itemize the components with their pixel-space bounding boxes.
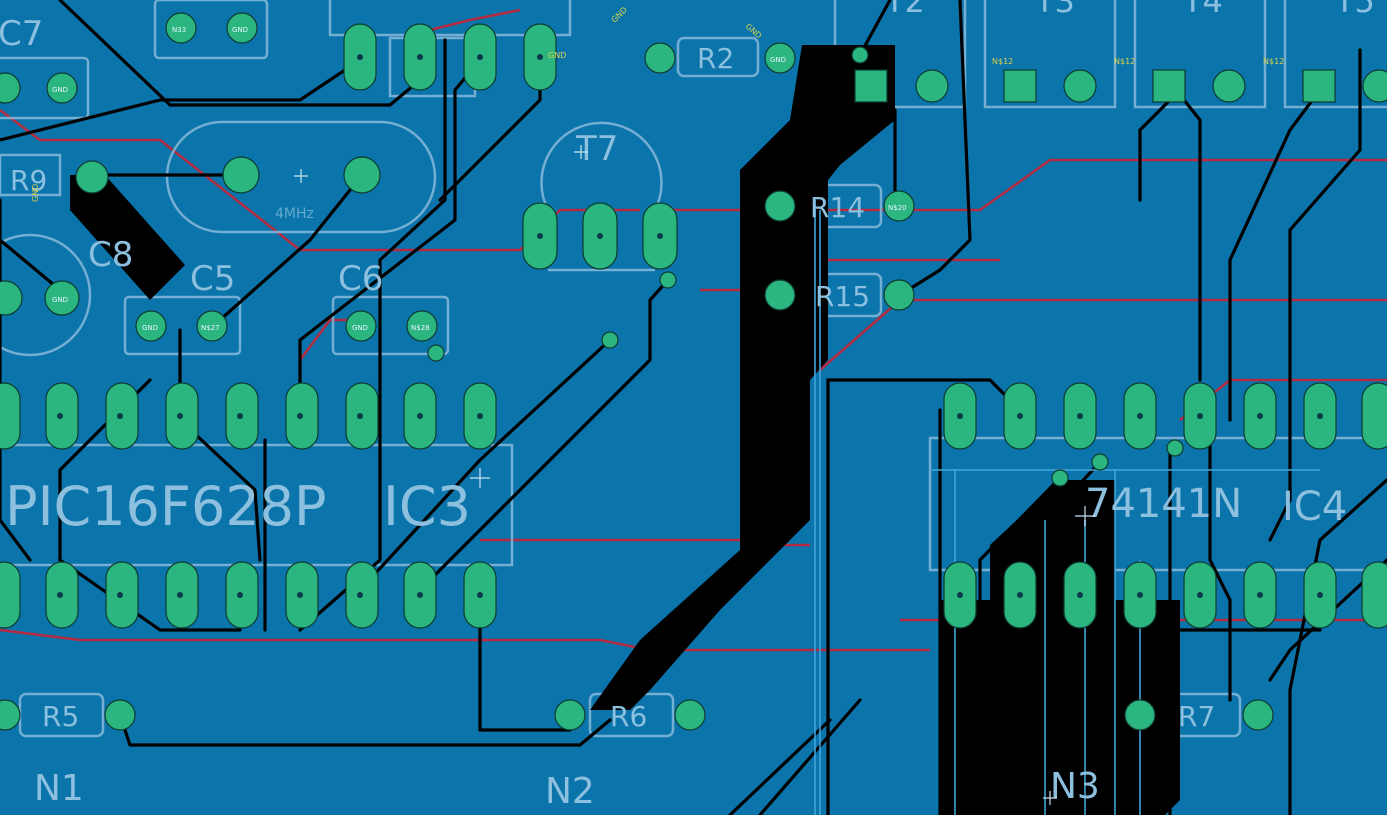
inner-layer-lines [814, 200, 1320, 815]
label-mcu-name: IC3 [383, 475, 471, 538]
net-gnd-c5: GND [142, 324, 158, 332]
net-gnd-header: GND [548, 51, 566, 60]
net-n12-c: N$12 [1263, 57, 1284, 66]
label-r2: R2 [697, 42, 734, 75]
net-gnd-c8: GND [52, 296, 68, 304]
label-mcu-value: PIC16F628P [5, 475, 327, 538]
label-r15: R15 [815, 280, 870, 313]
pads-top [0, 12, 1387, 342]
label-c5: C5 [190, 259, 235, 299]
origin-marks [294, 145, 1095, 805]
net-gnd-yellow-a: GND [610, 5, 629, 24]
net-n33: N33 [172, 26, 186, 34]
pads-bottom [0, 699, 1274, 731]
net-n12-b: N$12 [1114, 57, 1135, 66]
net-gnd-c7: GND [52, 86, 68, 94]
label-c7: C7 [0, 14, 43, 54]
label-r5: R5 [42, 700, 79, 733]
vias [427, 46, 1184, 487]
label-dec-name: IC4 [1282, 484, 1347, 530]
net-gnd-c6: GND [352, 324, 368, 332]
net-n12-a: N$12 [992, 57, 1013, 66]
label-r7: R7 [1178, 700, 1215, 733]
label-r14: R14 [810, 191, 865, 224]
label-r9: R9 [10, 164, 47, 197]
net-labels: GND GND N33 GND GND N$27 GND N$28 GND N$… [31, 5, 1284, 332]
label-dec-value: 74141N [1085, 481, 1242, 527]
label-r6: R6 [610, 700, 647, 733]
net-n28: N$28 [411, 324, 430, 332]
label-t7: T7 [575, 129, 618, 169]
label-t5: T5 [1334, 0, 1375, 20]
label-n1: N1 [34, 768, 84, 809]
label-t3: T3 [1034, 0, 1075, 20]
label-t2: T2 [884, 0, 925, 20]
label-xtal: 4MHz [275, 206, 314, 222]
net-gnd-r2: GND [770, 56, 786, 64]
drill-holes [57, 54, 1323, 598]
label-t4: T4 [1182, 0, 1223, 20]
net-gnd-top: GND [232, 26, 248, 34]
net-n27: N$27 [201, 324, 220, 332]
net-gnd-yellow-c: GND [31, 184, 40, 202]
ic4-pins [943, 382, 1387, 629]
label-c6: C6 [338, 259, 383, 299]
net-n20: N$20 [888, 204, 907, 212]
label-c8: C8 [88, 235, 133, 275]
label-n2: N2 [545, 771, 595, 812]
label-n3: N3 [1050, 766, 1100, 807]
